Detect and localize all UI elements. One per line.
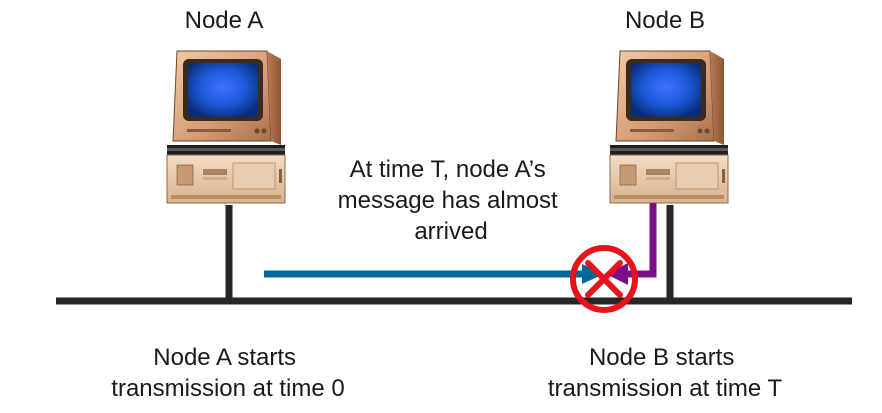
node-a-label: Node A bbox=[185, 7, 264, 34]
collision-message-line-1: At time T, node A’s bbox=[350, 156, 546, 183]
node-b-caption: Node B starts transmission at time T bbox=[548, 344, 783, 402]
node-a-signal-arrowhead bbox=[582, 264, 604, 284]
node-a-caption: Node A starts transmission at time 0 bbox=[111, 344, 344, 402]
desktop-computer-icon bbox=[166, 50, 286, 204]
node-a-caption-line-1: Node A starts bbox=[153, 344, 296, 371]
node-b-signal-arrowhead bbox=[606, 263, 628, 285]
node-b-caption-line-2: transmission at time T bbox=[548, 375, 783, 402]
node-b-caption-line-1: Node B starts bbox=[589, 344, 734, 371]
collision-no-icon bbox=[570, 245, 638, 313]
desktop-computer-icon bbox=[609, 50, 729, 204]
collision-message-line-3: arrived bbox=[414, 218, 487, 245]
collision-message-line-2: message has almost bbox=[338, 187, 558, 214]
collision-circle bbox=[570, 245, 638, 313]
collision-message: At time T, node A’s message has almost a… bbox=[338, 156, 565, 245]
collision-x-stroke-2 bbox=[585, 260, 623, 298]
node-b-label: Node B bbox=[625, 7, 705, 34]
node-a-caption-line-2: transmission at time 0 bbox=[111, 375, 344, 402]
